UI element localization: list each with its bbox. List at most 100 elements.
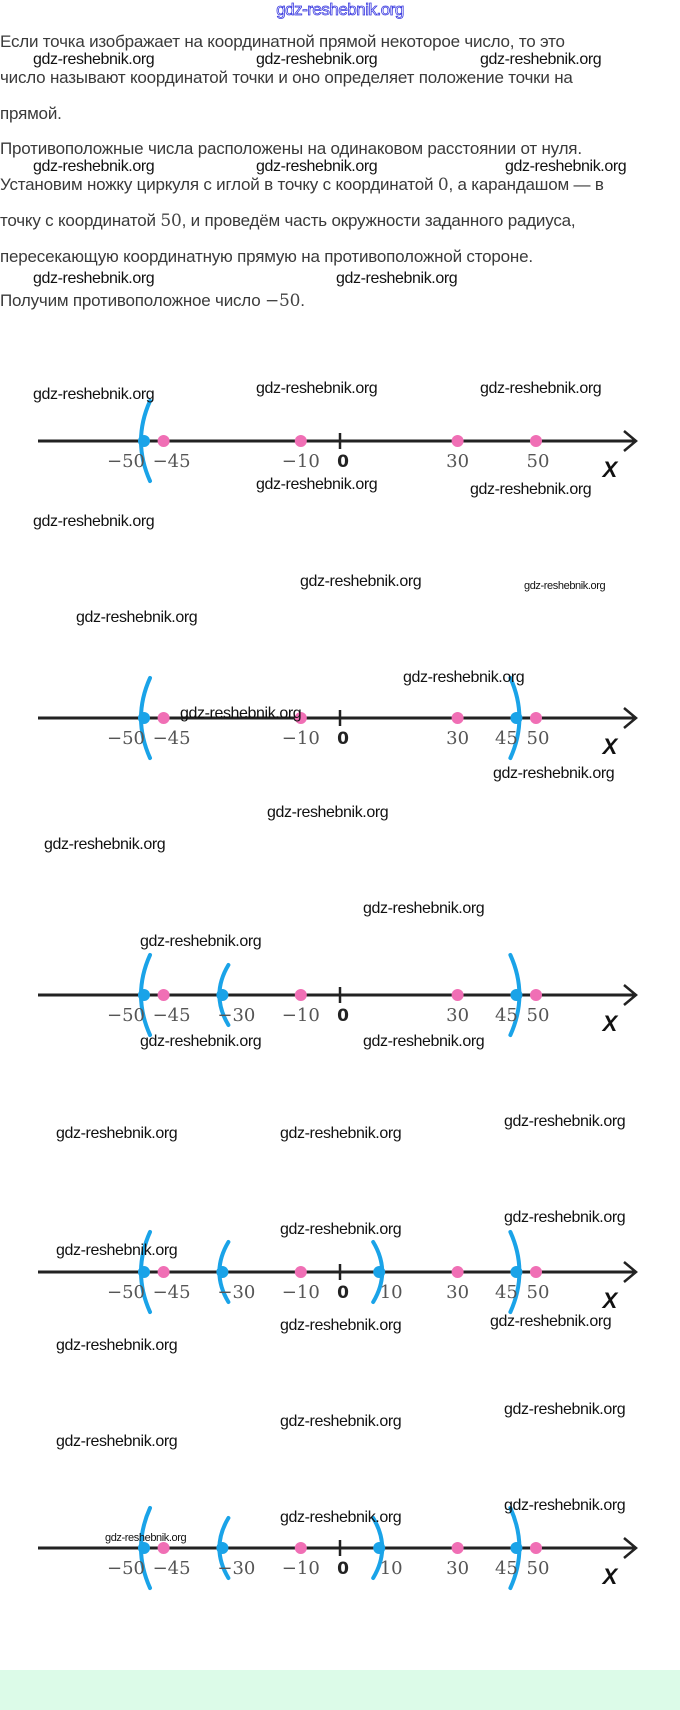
watermark-text: gdz-reshebnik.org — [180, 705, 302, 722]
tick-label: −50 — [107, 1558, 145, 1579]
text: , а карандашом — в — [448, 175, 604, 194]
tick-label: −50 — [107, 451, 145, 472]
point-blue — [510, 989, 523, 1001]
zero-label: 0 — [337, 452, 349, 472]
point-blue — [373, 1542, 386, 1554]
tick-label: 30 — [446, 1005, 469, 1026]
tick-label: 45 — [495, 728, 518, 749]
watermark-text: gdz-reshebnik.org — [44, 836, 166, 853]
number-line: 0 X −50 −45 −10 30 45 50 — [38, 676, 638, 760]
axis-name-label: X — [601, 734, 619, 759]
watermark-text: gdz-reshebnik.org — [33, 386, 155, 403]
tick-label: 30 — [446, 728, 469, 749]
math-number: 50 — [160, 211, 182, 231]
watermark-text: gdz-reshebnik.org — [490, 1313, 612, 1330]
watermark-text: gdz-reshebnik.org — [33, 51, 155, 68]
site-header-watermark: gdz-reshebnik.org — [276, 0, 405, 19]
watermark-text: gdz-reshebnik.org — [105, 1532, 187, 1544]
tick-label: 45 — [495, 1005, 518, 1026]
point-blue — [216, 989, 229, 1001]
point-pink — [294, 712, 307, 724]
watermark-text: gdz-reshebnik.org — [504, 1209, 626, 1226]
point-pink — [530, 435, 542, 447]
watermark-text: gdz-reshebnik.org — [56, 1242, 178, 1259]
point-pink — [157, 1542, 170, 1554]
point-pink — [157, 989, 170, 1001]
watermark-text: gdz-reshebnik.org — [280, 1509, 402, 1526]
axis-arrow-icon — [623, 1537, 638, 1559]
watermark-text: gdz-reshebnik.org — [470, 481, 592, 498]
watermark-text: gdz-reshebnik.org — [280, 1413, 402, 1430]
watermark-text: gdz-reshebnik.org — [363, 1033, 485, 1050]
paragraph-line: точку с координатой 50, и проведём часть… — [0, 211, 576, 231]
watermark-text: gdz-reshebnik.org — [524, 580, 606, 592]
point-pink — [294, 435, 307, 447]
tick-label: 50 — [527, 1558, 550, 1579]
axis-arrow-icon — [623, 984, 638, 1006]
zero-label: 0 — [337, 729, 349, 749]
point-blue — [510, 712, 523, 724]
point-pink — [530, 712, 542, 724]
point-blue — [138, 712, 150, 724]
watermark-text: gdz-reshebnik.org — [280, 1317, 402, 1334]
tick-label: 45 — [495, 1282, 518, 1303]
watermark-text: gdz-reshebnik.org — [56, 1433, 178, 1450]
watermark-text: gdz-reshebnik.org — [505, 158, 627, 175]
zero-label: 0 — [337, 1559, 349, 1579]
math-number: 0 — [437, 175, 449, 195]
axis-name-label: X — [601, 1288, 619, 1313]
watermark-text: gdz-reshebnik.org — [56, 1337, 178, 1354]
watermark-text: gdz-reshebnik.org — [504, 1113, 626, 1130]
tick-label: 50 — [527, 451, 550, 472]
point-pink — [530, 989, 542, 1001]
axis-name-label: X — [601, 457, 619, 482]
watermark-text: gdz-reshebnik.org — [140, 933, 262, 950]
tick-label: −10 — [282, 1282, 320, 1303]
tick-label: −30 — [217, 1558, 255, 1579]
point-pink — [451, 712, 464, 724]
axis-name-label: X — [601, 1564, 619, 1589]
tick-label: −10 — [282, 728, 320, 749]
point-blue — [510, 1266, 523, 1278]
tick-label: −30 — [217, 1005, 255, 1026]
point-pink — [157, 1266, 170, 1278]
point-pink — [157, 435, 170, 447]
paragraph-line: Получим противоположное число −50. — [0, 291, 305, 311]
watermark-text: gdz-reshebnik.org — [256, 51, 378, 68]
tick-label: −10 — [282, 1005, 320, 1026]
point-pink — [451, 1542, 464, 1554]
axis-name-label: X — [601, 1011, 619, 1036]
tick-label: −45 — [153, 451, 191, 472]
tick-label: −50 — [107, 728, 145, 749]
tick-label: −30 — [217, 1282, 255, 1303]
tick-label: −10 — [282, 451, 320, 472]
watermark-text: gdz-reshebnik.org — [33, 158, 155, 175]
watermark-text: gdz-reshebnik.org — [76, 609, 198, 626]
zero-label: 0 — [337, 1006, 349, 1026]
text: . — [300, 291, 305, 310]
tick-label: −45 — [153, 728, 191, 749]
point-pink — [451, 989, 464, 1001]
point-pink — [530, 1542, 542, 1554]
paragraph-line: Установим ножку циркуля с иглой в точку … — [0, 175, 604, 195]
point-pink — [530, 1266, 542, 1278]
point-pink — [294, 989, 307, 1001]
point-pink — [294, 1266, 307, 1278]
math-number: −50 — [265, 291, 301, 311]
text: Получим противоположное число — [0, 291, 265, 310]
paragraph-line: прямой. — [0, 104, 62, 123]
tick-label: −50 — [107, 1005, 145, 1026]
point-pink — [451, 435, 464, 447]
tick-label: −45 — [153, 1282, 191, 1303]
point-blue — [216, 1542, 229, 1554]
tick-label: 50 — [527, 728, 550, 749]
point-pink — [157, 712, 170, 724]
tick-label: −50 — [107, 1282, 145, 1303]
tick-label: 50 — [527, 1005, 550, 1026]
text: Установим ножку циркуля с иглой в точку … — [0, 175, 438, 194]
paragraph-line: число называют координатой точки и оно о… — [0, 68, 573, 87]
point-pink — [294, 1542, 307, 1554]
watermark-text: gdz-reshebnik.org — [256, 158, 378, 175]
watermark-text: gdz-reshebnik.org — [336, 270, 458, 287]
